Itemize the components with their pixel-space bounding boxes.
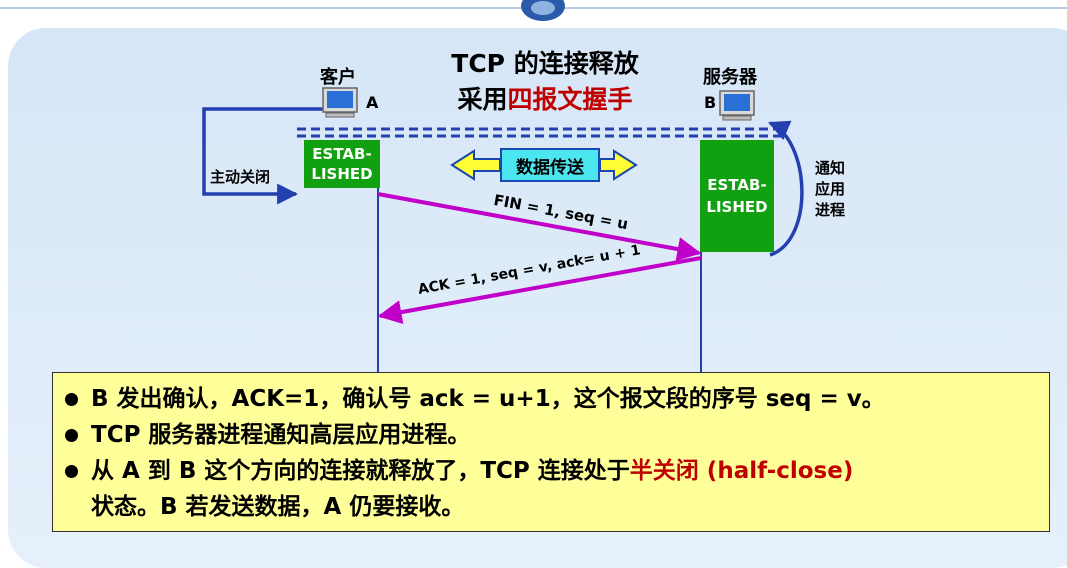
- computer-icon: [322, 87, 358, 118]
- title-prefix: 采用: [457, 85, 508, 114]
- server-established-state: ESTAB- LISHED: [700, 140, 774, 252]
- client-label: 客户: [320, 67, 356, 88]
- notify-app-arrow: [768, 120, 804, 257]
- bullet-continuation: 状态。B 若发送数据，A 仍要接收。: [91, 494, 465, 520]
- bullet-dot-icon: [65, 429, 78, 442]
- diagram-canvas: FIN = 1, seq = u ACK = 1, seq = v, ack= …: [202, 0, 804, 372]
- half-close-term: 半关闭 (half-close): [629, 458, 854, 484]
- notify-app-label: 通知 应用 进程: [815, 159, 846, 219]
- connection-dashed-line: [297, 127, 785, 138]
- bullet-item: TCP 服务器进程通知高层应用进程。: [65, 417, 470, 453]
- bullet-item: B 发出确认，ACK=1，确认号 ack = u+1，这个报文段的序号 seq …: [65, 381, 885, 417]
- active-close-arrow: [202, 107, 344, 205]
- server-id: B: [704, 93, 717, 112]
- diagram-title-line1: TCP 的连接释放: [451, 49, 639, 78]
- active-close-label: 主动关闭: [210, 168, 271, 186]
- bullet-item: 从 A 到 B 这个方向的连接就释放了，TCP 连接处于半关闭 (half-cl…: [65, 453, 854, 489]
- globe-logo-icon: [521, 0, 565, 21]
- data-transfer-label: 数据传送: [500, 148, 600, 182]
- client-id: A: [366, 93, 379, 112]
- bullet-dot-icon: [65, 393, 78, 406]
- fin-arrow: [377, 192, 702, 261]
- ack-arrow: [377, 256, 702, 324]
- diagram-title-line2: 采用四报文握手: [390, 80, 700, 116]
- client-established-state: ESTAB- LISHED: [304, 140, 380, 188]
- computer-icon: [719, 90, 755, 121]
- title-highlight: 四报文握手: [507, 85, 633, 114]
- server-label: 服务器: [703, 67, 757, 88]
- explanation-box: B 发出确认，ACK=1，确认号 ack = u+1，这个报文段的序号 seq …: [52, 372, 1050, 532]
- bullet-dot-icon: [65, 465, 78, 478]
